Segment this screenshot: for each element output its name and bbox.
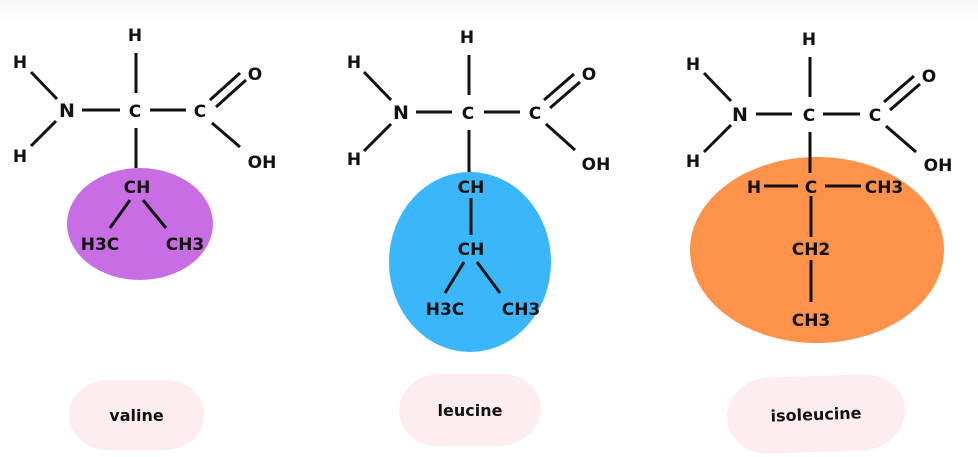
leucine-label-text: leucine <box>437 400 503 420</box>
leucine-hydroxyl: OH <box>582 155 611 175</box>
isoleucine-oxygen: O <box>922 67 936 87</box>
valine-structure: H H H N C C O OH CH H3C CH3 <box>13 26 276 280</box>
isoleucine-hydroxyl: OH <box>924 156 953 176</box>
isoleucine-h-top: H <box>802 30 816 50</box>
valine-hydroxyl: OH <box>248 153 277 173</box>
leucine-h-left-bottom: H <box>347 150 361 170</box>
leucine-h-top: H <box>460 28 474 48</box>
valine-oxygen: O <box>248 65 262 85</box>
isoleucine-nitrogen: N <box>732 104 748 126</box>
isoleucine-alpha-carbon: C <box>803 106 815 126</box>
isoleucine-h-left-bottom: H <box>686 152 700 172</box>
valine-ch3: CH3 <box>166 235 205 255</box>
leucine-nitrogen: N <box>393 102 409 124</box>
leucine-ch-1: CH <box>458 178 485 198</box>
isoleucine-ch3-right: CH3 <box>865 178 904 198</box>
isoleucine-ch3-bottom: CH3 <box>792 311 831 331</box>
leucine-structure: H H H N C C O OH CH CH H3C CH3 <box>347 28 610 352</box>
isoleucine-structure: H H H N C C O OH H C CH3 CH2 CH3 <box>686 30 952 343</box>
leucine-oxygen: O <box>582 65 596 85</box>
isoleucine-side-c: C <box>805 178 817 198</box>
leucine-alpha-carbon: C <box>462 104 474 124</box>
isoleucine-label-text: isoleucine <box>770 402 862 426</box>
isoleucine-side-h: H <box>747 178 761 198</box>
leucine-h-left-top: H <box>347 53 361 73</box>
leucine-ch3: CH3 <box>502 300 541 320</box>
leucine-carboxyl-carbon: C <box>529 104 541 124</box>
leucine-side-chain-highlight <box>389 172 551 352</box>
valine-h-top: H <box>128 26 142 46</box>
valine-h-left-top: H <box>13 53 27 73</box>
valine-nitrogen: N <box>59 100 75 122</box>
isoleucine-ch2: CH2 <box>792 240 831 260</box>
valine-h3c: H3C <box>81 235 120 255</box>
leucine-label: leucine <box>399 374 541 446</box>
valine-ch: CH <box>124 178 151 198</box>
isoleucine-h-left-top: H <box>686 55 700 75</box>
valine-label-text: valine <box>109 405 164 425</box>
isoleucine-carboxyl-carbon: C <box>869 106 881 126</box>
valine-label: valine <box>69 380 204 450</box>
leucine-ch-2: CH <box>458 240 485 260</box>
valine-h-left-bottom: H <box>13 147 27 167</box>
isoleucine-side-chain-highlight <box>690 157 944 343</box>
valine-alpha-carbon: C <box>129 102 141 122</box>
valine-carboxyl-carbon: C <box>194 102 206 122</box>
isoleucine-label: isoleucine <box>725 372 907 456</box>
leucine-h3c: H3C <box>426 300 465 320</box>
valine-side-chain-highlight <box>67 168 213 280</box>
